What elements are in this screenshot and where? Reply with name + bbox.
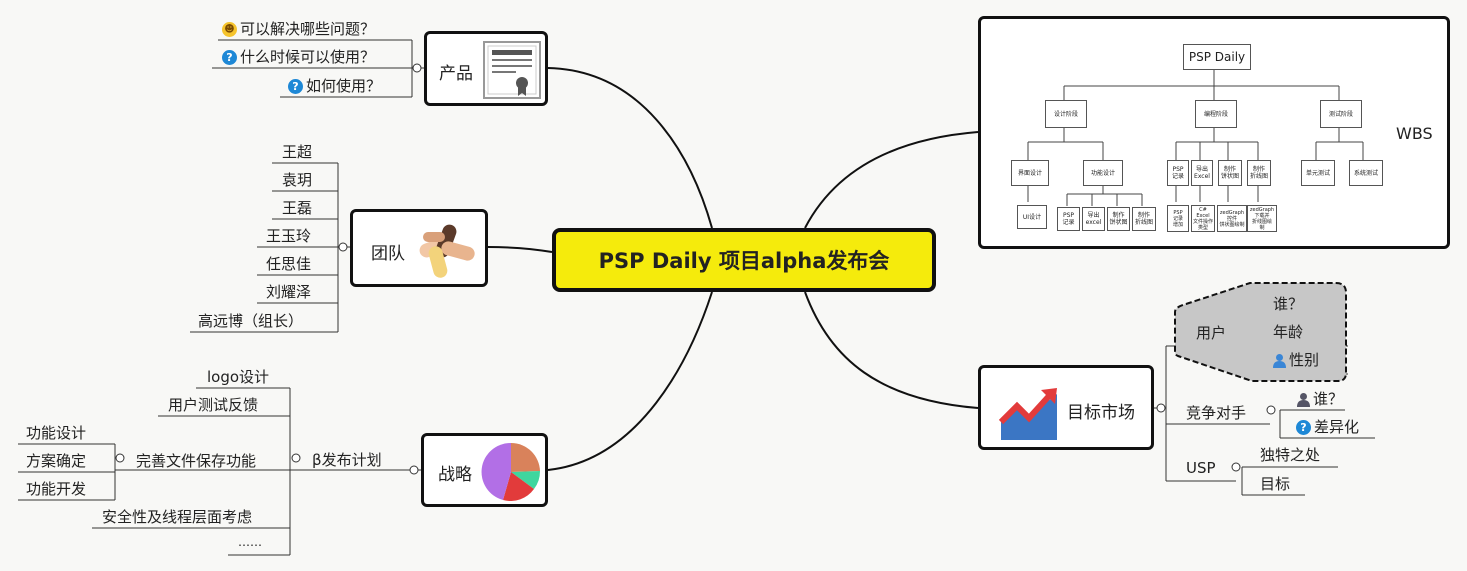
plan-item-file-save[interactable]: 完善文件保存功能	[136, 452, 257, 470]
market-topic[interactable]: 目标市场	[978, 365, 1154, 450]
wbs-node: 界面设计	[1011, 160, 1049, 186]
plan-item-security: 安全性及线程层面考虑	[102, 508, 253, 526]
hands-together-icon	[419, 224, 475, 278]
user-group-boundary	[1174, 282, 1347, 382]
usp-goal: 目标	[1260, 475, 1291, 493]
wbs-root[interactable]: PSP Daily	[1183, 44, 1251, 70]
wbs-node: C# Excel 文件操作 类型	[1191, 205, 1215, 232]
wbs-tree-lines	[1027, 68, 1364, 206]
wbs-node: 导出 Excel	[1191, 160, 1213, 186]
team-member: 王超	[282, 143, 313, 161]
team-member: 任思佳	[266, 255, 312, 273]
question-icon: ?	[222, 50, 237, 65]
central-topic[interactable]: PSP Daily 项目alpha发布会	[552, 228, 936, 292]
product-item-when[interactable]: ?什么时候可以使用？	[222, 46, 375, 67]
person-icon	[1297, 393, 1310, 407]
team-member: 刘耀泽	[266, 283, 312, 301]
wbs-node: zedGraph 下载并 折线图绘 制	[1247, 205, 1277, 232]
wbs-node: 制作 折线图	[1247, 160, 1271, 186]
pie-chart-icon	[481, 442, 541, 501]
wbs-node: 制作 折线图	[1132, 207, 1156, 231]
wbs-node: 功能设计	[1083, 160, 1123, 186]
save-subitem: 方案确定	[26, 452, 87, 470]
plan-item-more: ……	[238, 535, 262, 549]
wbs-phase[interactable]: 设计阶段	[1045, 100, 1087, 128]
user-gender: 性别	[1272, 349, 1319, 370]
team-member: 王玉玲	[266, 227, 312, 245]
wbs-node: 制作 饼状图	[1218, 160, 1242, 186]
plan-item-user-testing: 用户测试反馈	[168, 396, 259, 414]
market-competitor-label[interactable]: 竞争对手	[1186, 404, 1247, 422]
wbs-node: UI设计	[1017, 205, 1047, 229]
strategy-label: 战略	[438, 465, 472, 485]
team-member: 王磊	[282, 199, 313, 217]
team-label: 团队	[371, 244, 405, 264]
growth-chart-icon	[999, 384, 1057, 440]
plan-item-logo: logo设计	[207, 368, 270, 386]
team-member: 袁玥	[282, 171, 313, 189]
wbs-node: PSP 记录 增加	[1167, 205, 1189, 232]
wbs-label: WBS	[1396, 124, 1433, 143]
product-topic[interactable]: 产品	[424, 31, 548, 106]
competitor-diff: ?差异化	[1296, 416, 1359, 437]
user-who: 谁？	[1273, 295, 1304, 313]
market-label: 目标市场	[1067, 403, 1135, 423]
market-user-label[interactable]: 用户	[1196, 324, 1227, 342]
team-leader: 高远博（组长）	[198, 312, 304, 330]
competitor-who: 谁？	[1296, 388, 1343, 409]
usp-unique: 独特之处	[1260, 446, 1321, 464]
wbs-node: 单元测试	[1301, 160, 1335, 186]
wbs-node: 制作 饼状图	[1107, 207, 1130, 231]
market-usp-label[interactable]: USP	[1186, 459, 1216, 477]
smile-icon: ☻	[222, 22, 237, 37]
product-item-problems[interactable]: ☻可以解决哪些问题？	[222, 18, 375, 39]
team-topic[interactable]: 团队	[350, 209, 488, 287]
wbs-node: PSP 记录	[1167, 160, 1189, 186]
wbs-topic[interactable]: WBS PSP Daily 设计阶段 编程阶段 测试阶段 界面设计 功能设计 U…	[978, 16, 1450, 249]
wbs-node: zedGraph 控件 饼状图绘制	[1217, 205, 1247, 232]
wbs-node: PSP 记录	[1057, 207, 1080, 231]
wbs-phase[interactable]: 测试阶段	[1320, 100, 1362, 128]
product-item-how[interactable]: ?如何使用？	[288, 75, 381, 96]
question-icon: ?	[288, 79, 303, 94]
question-icon: ?	[1296, 420, 1311, 435]
product-label: 产品	[439, 64, 473, 84]
beta-plan-label[interactable]: β发布计划	[312, 451, 382, 469]
wbs-node: 系统测试	[1349, 160, 1383, 186]
save-subitem: 功能设计	[26, 424, 87, 442]
save-subitem: 功能开发	[26, 480, 87, 498]
strategy-topic[interactable]: 战略	[421, 433, 548, 507]
person-icon	[1273, 354, 1286, 368]
wbs-phase[interactable]: 编程阶段	[1195, 100, 1237, 128]
wbs-node: 导出 excel	[1082, 207, 1105, 231]
user-age: 年龄	[1273, 323, 1304, 341]
certificate-icon	[483, 41, 541, 99]
